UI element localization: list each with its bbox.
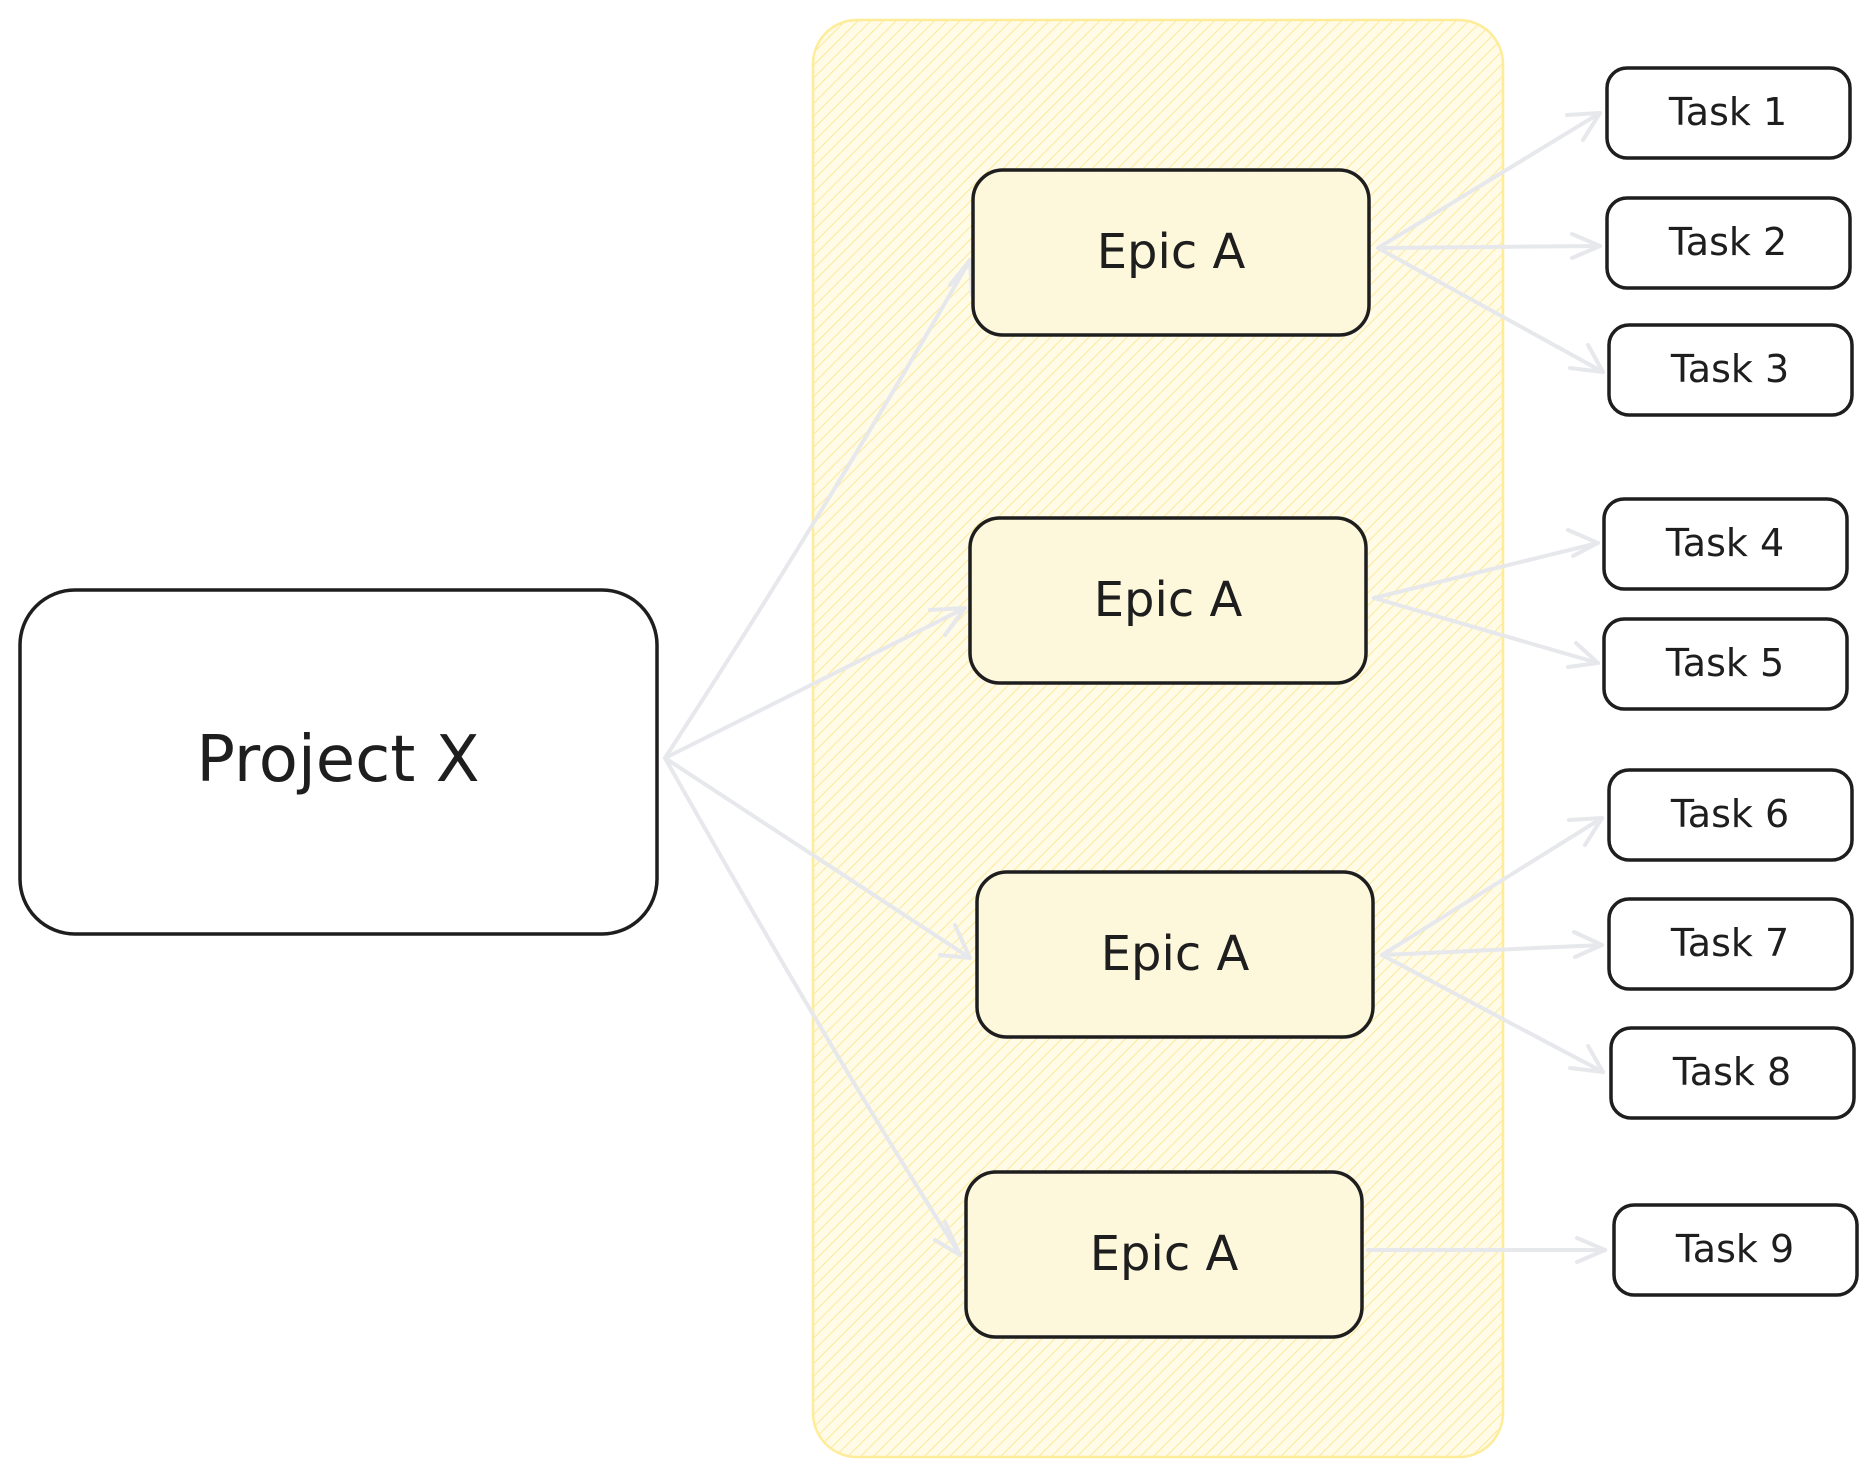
epic-node-1[interactable]: Epic A: [971, 168, 1371, 337]
task-node-4[interactable]: Task 4: [1602, 497, 1849, 591]
arrow-project-to-epic-4[interactable]: [663, 756, 962, 1257]
task-node-3[interactable]: Task 3: [1607, 323, 1854, 417]
epic-node-4[interactable]: Epic A: [964, 1170, 1364, 1339]
task-label: Task 9: [1675, 1227, 1794, 1271]
epic-label: Epic A: [1101, 926, 1250, 982]
arrow-epic-1-to-task-2[interactable]: [1376, 232, 1602, 260]
arrow-epic-4-to-task-9[interactable]: [1366, 1236, 1607, 1264]
epic-label: Epic A: [1097, 224, 1246, 280]
project-to-epic-arrows: [663, 258, 974, 1257]
task-node-8[interactable]: Task 8: [1609, 1026, 1856, 1120]
task-label: Task 8: [1672, 1050, 1791, 1094]
project-label: Project X: [196, 723, 479, 797]
arrow-epic-1-to-task-3[interactable]: [1376, 246, 1605, 374]
task-node-9[interactable]: Task 9: [1612, 1203, 1859, 1297]
arrow-epic-2-to-task-5[interactable]: [1372, 596, 1600, 669]
arrow-project-to-epic-3[interactable]: [663, 756, 972, 960]
epic-label: Epic A: [1090, 1226, 1239, 1282]
task-label: Task 5: [1665, 641, 1784, 685]
task-label: Task 4: [1665, 521, 1784, 565]
task-label: Task 7: [1670, 921, 1789, 965]
task-label: Task 1: [1668, 90, 1787, 134]
epic-label: Epic A: [1094, 572, 1243, 628]
task-label: Task 2: [1668, 220, 1787, 264]
arrow-epic-3-to-task-6[interactable]: [1380, 816, 1604, 957]
task-label: Task 6: [1670, 792, 1789, 836]
arrow-project-to-epic-2[interactable]: [663, 606, 967, 760]
epic-group-container[interactable]: [811, 18, 1505, 1459]
arrow-epic-3-to-task-7[interactable]: [1380, 930, 1604, 959]
task-label: Task 3: [1670, 347, 1789, 391]
epic-node-3[interactable]: Epic A: [975, 870, 1375, 1039]
epic-to-task-arrows: [1366, 111, 1607, 1264]
task-node-7[interactable]: Task 7: [1607, 897, 1854, 991]
arrow-epic-1-to-task-1[interactable]: [1376, 111, 1602, 250]
project-node[interactable]: Project X: [18, 588, 659, 936]
task-node-2[interactable]: Task 2: [1605, 196, 1852, 290]
arrow-epic-3-to-task-8[interactable]: [1380, 953, 1605, 1074]
task-node-6[interactable]: Task 6: [1607, 768, 1854, 862]
task-node-1[interactable]: Task 1: [1605, 66, 1852, 160]
arrow-epic-2-to-task-4[interactable]: [1372, 528, 1600, 600]
epic-node-2[interactable]: Epic A: [968, 516, 1368, 685]
task-node-5[interactable]: Task 5: [1602, 617, 1849, 711]
